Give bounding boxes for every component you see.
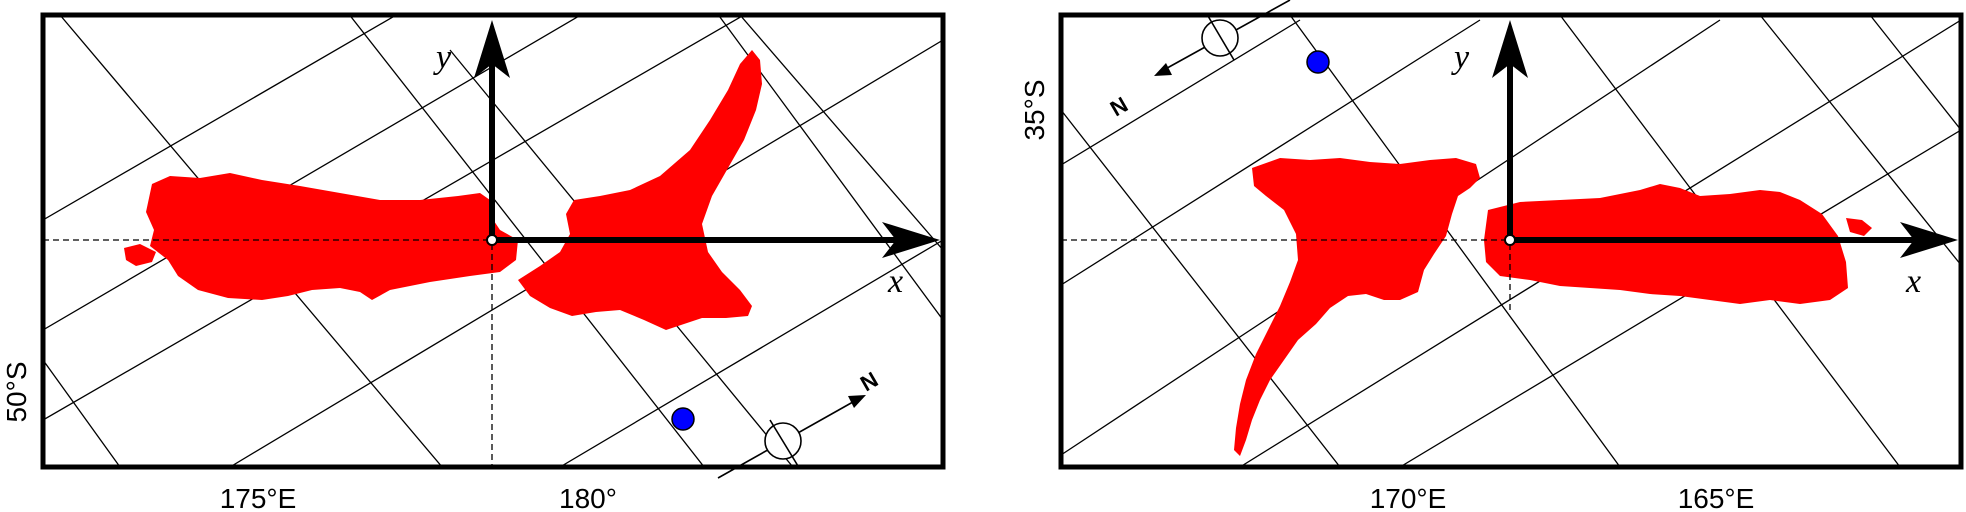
left-map: x y N 175°E 180° 50°S xyxy=(1,12,946,512)
right-y-arrowhead xyxy=(1492,20,1528,78)
left-island-west xyxy=(146,173,518,300)
right-map-frame xyxy=(1058,12,1964,470)
right-origin-point xyxy=(1504,234,1516,246)
left-island-east xyxy=(518,50,762,330)
left-land xyxy=(124,50,762,330)
left-lat-label-50S: 50°S xyxy=(1,361,32,422)
left-reference-lines xyxy=(43,239,493,467)
right-reference-lines xyxy=(1061,239,1511,310)
right-land xyxy=(1234,158,1872,456)
left-axes: x y xyxy=(433,20,940,300)
left-origin-point xyxy=(486,234,498,246)
left-location-marker xyxy=(671,407,695,431)
left-north-label: N xyxy=(856,367,882,397)
left-island-west-tip xyxy=(124,244,156,266)
left-y-axis-label: y xyxy=(433,39,452,76)
right-lon-label-170E: 170°E xyxy=(1370,483,1447,512)
right-map: x y N 170°E 165°E 35°S xyxy=(1019,0,1964,512)
right-lon-label-165E: 165°E xyxy=(1678,483,1755,512)
left-x-axis-label: x xyxy=(887,263,903,300)
left-map-frame xyxy=(40,12,946,470)
right-north-label: N xyxy=(1106,92,1132,122)
right-location-marker xyxy=(1306,50,1330,74)
right-lat-label-35S: 35°S xyxy=(1019,79,1050,140)
right-north-arrow xyxy=(1154,0,1291,76)
right-island-east-tip xyxy=(1846,218,1872,236)
right-axes: x y xyxy=(1451,20,1958,300)
left-x-arrowhead xyxy=(882,222,940,258)
left-lon-label-180: 180° xyxy=(559,483,617,512)
right-island-west xyxy=(1234,158,1480,456)
left-lon-label-175E: 175°E xyxy=(220,483,297,512)
right-island-east xyxy=(1484,184,1848,304)
left-north-arrow xyxy=(717,395,866,479)
left-y-arrowhead xyxy=(474,20,510,78)
right-y-axis-label: y xyxy=(1451,39,1470,76)
right-x-arrowhead xyxy=(1900,222,1958,258)
right-x-axis-label: x xyxy=(1905,263,1921,300)
